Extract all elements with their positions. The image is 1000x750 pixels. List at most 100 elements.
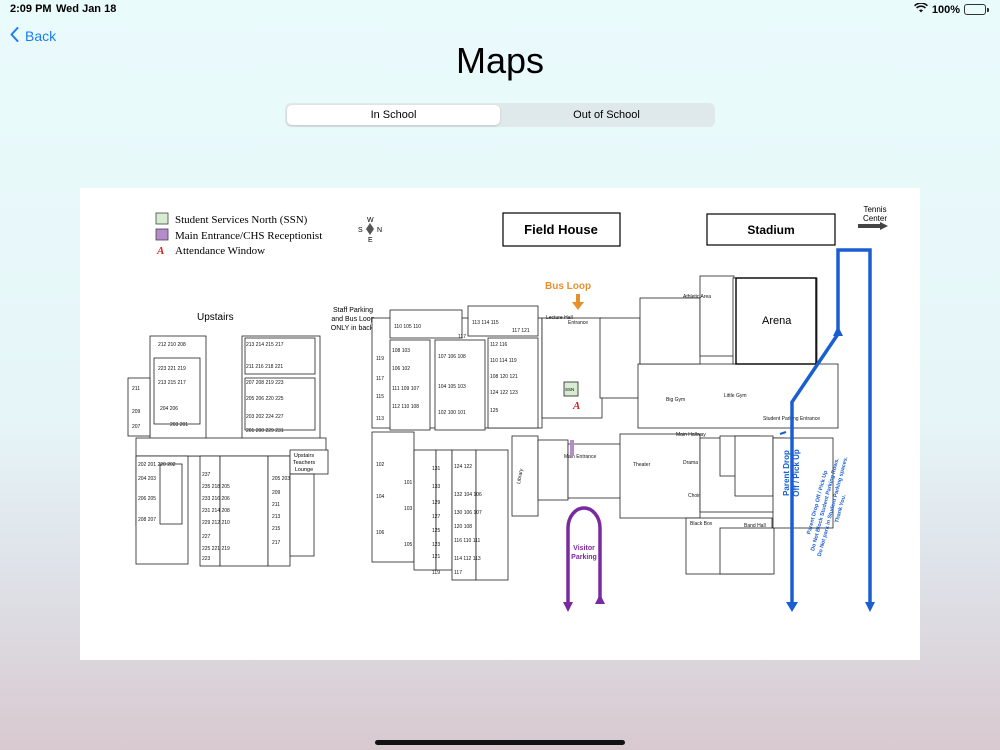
svg-text:233 216 206: 233 216 206 xyxy=(202,496,230,502)
svg-text:205 206 220 225: 205 206 220 225 xyxy=(246,396,284,402)
svg-text:115: 115 xyxy=(376,394,384,400)
svg-text:207: 207 xyxy=(132,424,141,430)
ssn-box xyxy=(563,381,579,397)
tab-out-of-school[interactable]: Out of School xyxy=(573,109,640,121)
svg-text:129: 129 xyxy=(432,500,441,506)
svg-text:203 201: 203 201 xyxy=(170,422,188,428)
battery-percent: 100% xyxy=(931,3,960,16)
svg-text:S: S xyxy=(358,227,363,234)
svg-text:114 112 113: 114 112 113 xyxy=(454,556,481,562)
svg-text:229 212 210: 229 212 210 xyxy=(202,520,230,526)
svg-text:131: 131 xyxy=(432,466,441,472)
parent-route-arrow-down-icon xyxy=(865,602,875,612)
svg-text:117: 117 xyxy=(458,334,466,340)
wifi-icon xyxy=(913,2,928,16)
status-time: 2:09 PM xyxy=(10,3,52,15)
entrance-label: Entrance xyxy=(568,320,588,326)
svg-text:217: 217 xyxy=(272,540,281,546)
svg-text:235 218 205: 235 218 205 xyxy=(202,484,230,490)
staff-parking-line2: and Bus Loop xyxy=(331,316,374,323)
bus-loop-arrow-icon xyxy=(572,302,584,310)
svg-text:Center: Center xyxy=(863,214,887,223)
svg-text:N: N xyxy=(377,227,382,234)
svg-text:202 201 220 202: 202 201 220 202 xyxy=(138,462,176,468)
svg-text:Off / Pick Up: Off / Pick Up xyxy=(792,449,801,497)
svg-text:215: 215 xyxy=(272,526,281,532)
theater-label: Theater xyxy=(633,462,651,468)
visitor-parking-route xyxy=(566,506,602,604)
home-indicator[interactable] xyxy=(375,740,625,745)
tennis-center-label: Tennis xyxy=(863,205,886,214)
svg-text:124 122 123: 124 122 123 xyxy=(490,390,518,396)
parent-drop-label: Parent Drop Off / Pick Up xyxy=(782,449,801,497)
legend-attendance-marker: A xyxy=(156,245,164,257)
legend-attendance-label: Attendance Window xyxy=(175,245,265,257)
svg-text:105: 105 xyxy=(404,542,413,548)
arena-box xyxy=(735,277,817,365)
svg-text:104: 104 xyxy=(376,494,385,500)
svg-text:212 210 208: 212 210 208 xyxy=(158,342,186,348)
school-map[interactable]: Student Services North (SSN) Main Entran… xyxy=(80,188,920,660)
svg-text:Lounge: Lounge xyxy=(295,467,313,473)
upstairs-floor-plan xyxy=(127,335,329,567)
main-hallway-label: Main Hallway xyxy=(676,432,706,438)
visitor-parking-line2: Parking xyxy=(571,554,597,561)
svg-text:213 215 217: 213 215 217 xyxy=(158,380,186,386)
svg-text:E: E xyxy=(368,237,373,244)
svg-text:207 208 219 223: 207 208 219 223 xyxy=(246,380,284,386)
svg-text:203 202 224 227: 203 202 224 227 xyxy=(246,414,284,420)
svg-text:123: 123 xyxy=(432,542,441,548)
little-gym-label: Little Gym xyxy=(724,393,747,399)
tab-in-school[interactable]: In School xyxy=(287,105,500,125)
field-house-label: Field House xyxy=(524,222,598,237)
lecture-hall-label: Lecture Hall xyxy=(546,315,573,321)
upstairs-room-numbers: 212 210 208 223 221 219 213 215 217 211 … xyxy=(132,342,290,562)
bus-loop-label: Bus Loop xyxy=(545,281,591,292)
svg-text:119: 119 xyxy=(376,356,384,362)
visitor-parking-line1: Visitor xyxy=(573,545,595,552)
drama-label: Drama xyxy=(683,460,698,466)
arena-label: Arena xyxy=(762,315,792,327)
battery-icon xyxy=(964,4,989,15)
svg-text:125: 125 xyxy=(490,408,499,414)
svg-text:231 214 208: 231 214 208 xyxy=(202,508,230,514)
legend-ssn-label: Student Services North (SSN) xyxy=(175,214,308,226)
svg-text:209: 209 xyxy=(132,409,141,415)
parent-route-right xyxy=(836,248,872,606)
svg-text:121: 121 xyxy=(432,554,441,560)
svg-text:211 216 218 221: 211 216 218 221 xyxy=(246,364,283,370)
svg-text:117 121: 117 121 xyxy=(512,328,530,334)
location-segmented-control: In School Out of School xyxy=(285,103,715,127)
status-right: 100% xyxy=(913,2,989,16)
svg-text:125: 125 xyxy=(432,528,441,534)
arrow-right-icon xyxy=(880,222,888,230)
svg-text:204 206: 204 206 xyxy=(160,406,178,412)
main-entrance-label: Main Entrance xyxy=(564,454,596,460)
svg-text:237: 237 xyxy=(202,472,211,478)
svg-text:201 200 229 231: 201 200 229 231 xyxy=(246,428,284,434)
svg-text:101: 101 xyxy=(404,480,413,486)
svg-text:213 214 215 217: 213 214 215 217 xyxy=(246,342,284,348)
parent-route-arrow-down-icon-2 xyxy=(786,602,798,612)
svg-text:132 104 106: 132 104 106 xyxy=(454,492,482,498)
status-date: Wed Jan 18 xyxy=(56,3,117,15)
svg-text:107 106 108: 107 106 108 xyxy=(438,354,466,360)
staff-parking-line1: Staff Parking xyxy=(333,307,373,314)
back-label: Back xyxy=(25,28,57,44)
upstairs-label: Upstairs xyxy=(197,312,234,323)
athletic-area-label: Athletic Area xyxy=(683,294,711,300)
back-button[interactable]: Back xyxy=(10,27,56,45)
chevron-left-icon xyxy=(10,27,19,45)
svg-text:124 122: 124 122 xyxy=(454,464,472,470)
svg-text:113: 113 xyxy=(376,416,384,422)
parent-route-left xyxy=(790,333,840,608)
legend-ssn-swatch xyxy=(155,212,169,225)
svg-text:223: 223 xyxy=(202,556,211,562)
svg-text:211: 211 xyxy=(132,386,140,392)
svg-text:127: 127 xyxy=(432,514,441,520)
page-title: Maps xyxy=(455,40,545,81)
compass-icon: W S N E xyxy=(358,217,382,244)
arrow-up-icon xyxy=(595,594,605,604)
legend-main-entrance-label: Main Entrance/CHS Receptionist xyxy=(175,230,322,242)
black-box-label: Black Box xyxy=(690,521,713,527)
